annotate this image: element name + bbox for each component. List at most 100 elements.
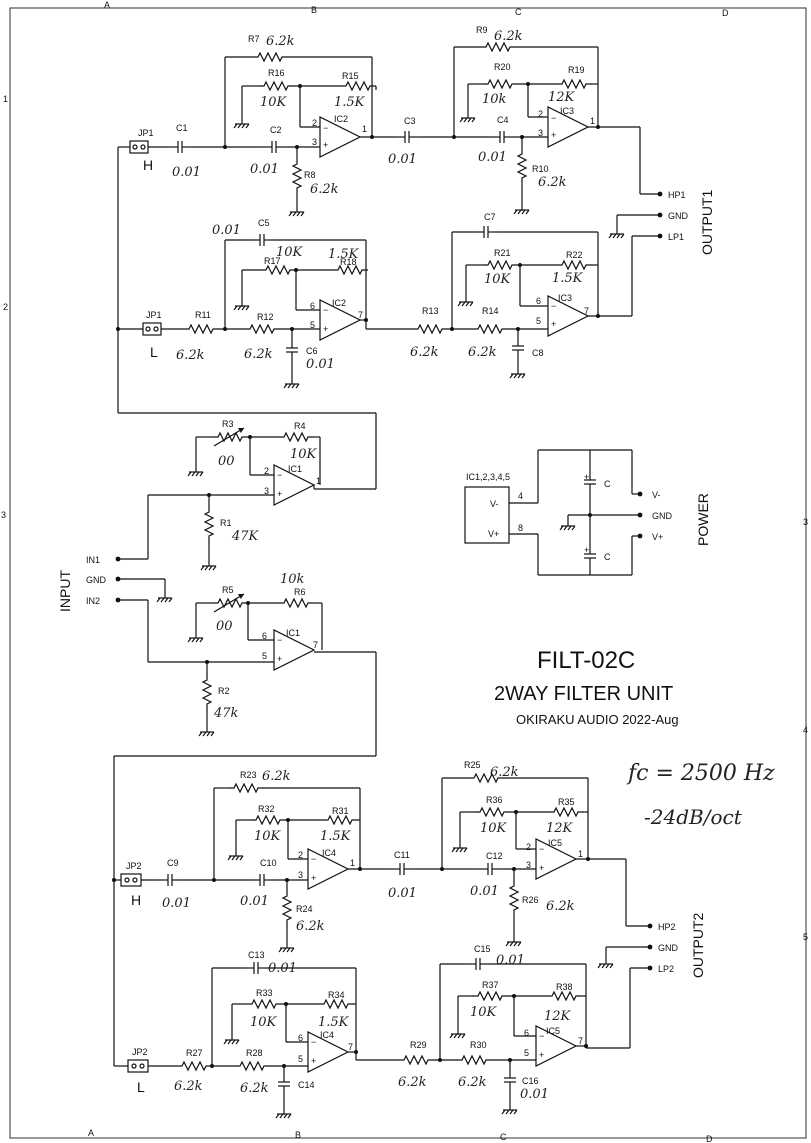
- c10-ref: C10: [260, 858, 277, 868]
- r38-ref: R38: [556, 982, 573, 992]
- c13-value: 0.01: [268, 961, 297, 976]
- col-marker-b-bottom: B: [295, 1130, 301, 1140]
- c10-value: 0.01: [240, 894, 269, 909]
- input-connector: IN1 GND IN2 INPUT: [57, 555, 121, 612]
- r31-ref: R31: [332, 806, 349, 816]
- ic3lp-pin6: 6: [536, 296, 541, 306]
- r10-ref: R10: [532, 164, 549, 174]
- title-name: 2WAY FILTER UNIT: [494, 683, 673, 705]
- r23-ref: R23: [240, 770, 257, 780]
- jp2-l-ref: JP2: [132, 1047, 148, 1057]
- r31-value: 1.5K: [320, 829, 352, 844]
- lp1-filter: JP1 L R11 6.2k R12 6.2k C6 0.01 C5 0.01: [116, 146, 632, 489]
- ic4lp-minus: −: [311, 1037, 316, 1047]
- jp1-h-label: H: [143, 157, 153, 173]
- ic2lp-plus: +: [323, 324, 328, 334]
- power-pin8: 8: [518, 523, 523, 533]
- col-marker-c: C: [515, 7, 522, 17]
- r8-ref: R8: [304, 170, 316, 180]
- ic4hp-pin1: 1: [350, 858, 355, 868]
- output2-connector: HP2 GND LP2 OUTPUT2: [597, 912, 706, 1048]
- ic5lp-pin6: 6: [524, 1028, 529, 1038]
- c9-value: 0.01: [162, 896, 191, 911]
- c1-value: 0.01: [172, 165, 201, 180]
- ic5lp-pin5: 5: [524, 1048, 529, 1058]
- power-vminus: V-: [652, 490, 661, 500]
- r14-ref: R14: [482, 306, 499, 316]
- jp1-l-ref: JP1: [146, 310, 162, 320]
- input-label: INPUT: [57, 570, 73, 612]
- ic5hp-pin1: 1: [578, 849, 583, 859]
- c16-value: 0.01: [520, 1087, 549, 1102]
- r29-value: 6.2k: [398, 1075, 427, 1090]
- c4-value: 0.01: [478, 150, 507, 165]
- ic5hp-minus: −: [539, 844, 544, 854]
- r34-ref: R34: [328, 990, 345, 1000]
- ic1a-plus: +: [277, 489, 282, 499]
- jp2-h-ref: JP2: [126, 861, 142, 871]
- input-in2: IN2: [86, 596, 100, 606]
- r32-ref: R32: [258, 804, 275, 814]
- row-marker-3-right: 3: [803, 517, 808, 527]
- r2-value: 47k: [213, 706, 239, 721]
- ic2-pin3: 3: [312, 137, 317, 147]
- r14-value: 6.2k: [468, 345, 497, 360]
- r23-value: 6.2k: [262, 769, 291, 784]
- r24-value: 6.2k: [296, 919, 325, 934]
- note-fc: fc = 2500 Hz: [626, 761, 775, 786]
- c3-value: 0.01: [388, 152, 417, 167]
- jp1-h-ref: JP1: [138, 128, 154, 138]
- ic4hp-plus: +: [311, 873, 316, 883]
- power-label: POWER: [695, 493, 711, 546]
- power-ic-vminus: V-: [490, 499, 499, 509]
- r36-value: 10K: [480, 821, 508, 836]
- r36-ref: R36: [486, 795, 503, 805]
- r33-value: 10K: [250, 1015, 278, 1030]
- ic1b-pin7: 7: [313, 640, 318, 650]
- r15-ref: R15: [342, 71, 359, 81]
- ic1-upper-ref: IC1: [288, 464, 302, 474]
- ic1b-pin5: 5: [262, 651, 267, 661]
- col-marker-d-bottom: D: [706, 1134, 713, 1143]
- ic1-lower-ref: IC1: [286, 628, 300, 638]
- ic4lp-plus: +: [311, 1056, 316, 1066]
- title-block: FILT-02C 2WAY FILTER UNIT OKIRAKU AUDIO …: [494, 647, 679, 727]
- ic3-lp-ref: IC3: [558, 293, 572, 303]
- r24-ref: R24: [296, 904, 313, 914]
- ic4lp-pin7: 7: [348, 1042, 353, 1052]
- handwritten-note: fc = 2500 Hz -24dB/oct: [626, 761, 775, 829]
- ic3-pin3: 3: [538, 128, 543, 138]
- r26-value: 6.2k: [546, 899, 575, 914]
- r22-value: 1.5K: [552, 271, 584, 286]
- ic1a-pin3: 3: [264, 486, 269, 496]
- ic1b-plus: +: [277, 654, 282, 664]
- c11-value: 0.01: [388, 886, 417, 901]
- input-gnd: GND: [86, 575, 107, 585]
- col-marker-c-bottom: C: [500, 1132, 507, 1142]
- c15-value: 0.01: [496, 953, 525, 968]
- c4-ref: C4: [497, 115, 509, 125]
- r17-ref: R17: [264, 256, 281, 266]
- c14-ref: C14: [298, 1080, 315, 1090]
- r16-ref: R16: [268, 68, 285, 78]
- ic5lp-pin7: 7: [578, 1036, 583, 1046]
- ic3lp-plus: +: [551, 319, 556, 329]
- r8-value: 6.2k: [310, 182, 339, 197]
- svg-text:+: +: [584, 472, 589, 482]
- ic3-minus: −: [551, 113, 556, 123]
- ic3-pin1: 1: [590, 116, 595, 126]
- r19-ref: R19: [568, 65, 585, 75]
- ic3lp-minus: −: [551, 301, 556, 311]
- hp2-filter: JP2 H C9 0.01 C10 0.01 R24 6.2k R23 6.2k: [112, 756, 650, 1066]
- ic4hp-pin3: 3: [298, 870, 303, 880]
- r10-value: 6.2k: [538, 175, 567, 190]
- ic2-plus: +: [323, 140, 328, 150]
- r11-value: 6.2k: [176, 348, 205, 363]
- r20-ref: R20: [494, 62, 511, 72]
- output1-connector: HP1 GND LP1 OUTPUT1: [608, 189, 715, 316]
- ic2-minus: −: [323, 123, 328, 133]
- ic2lp-pin7: 7: [358, 310, 363, 320]
- ic1a-pin2: 2: [264, 466, 269, 476]
- col-marker-a: A: [104, 0, 110, 10]
- output1-hp1: HP1: [668, 190, 686, 200]
